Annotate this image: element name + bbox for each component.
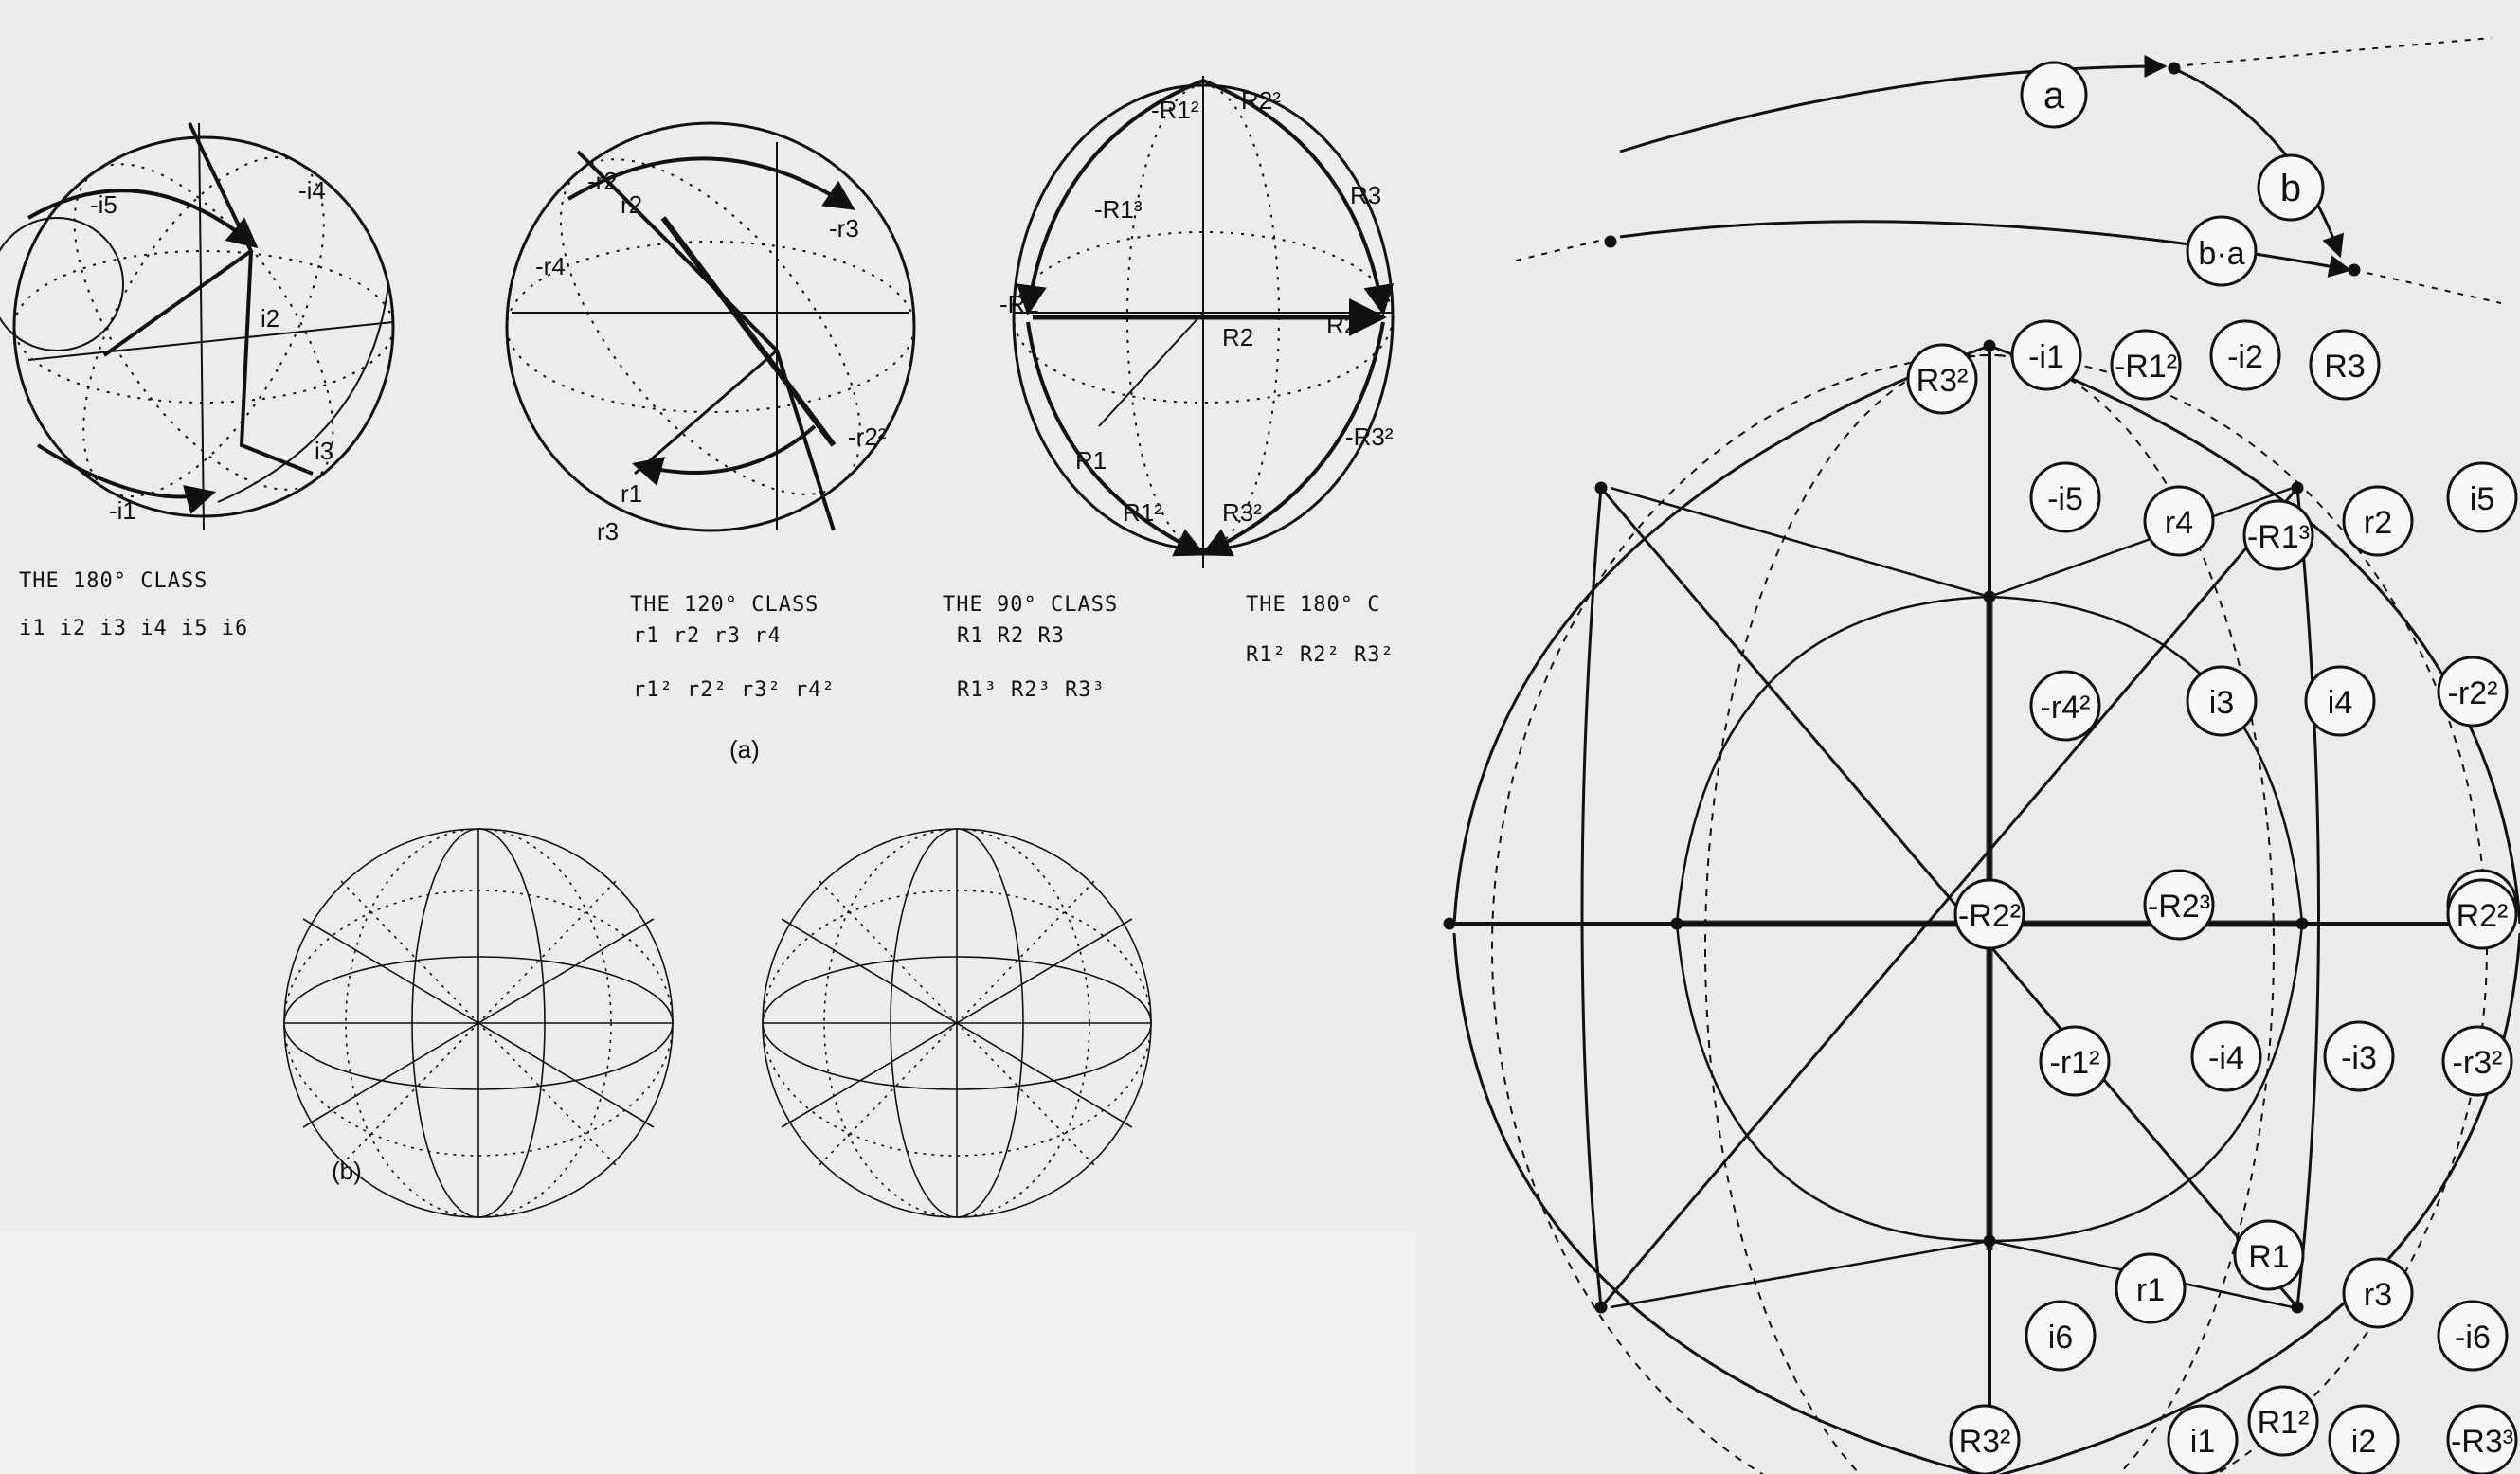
symbols-90-row2: R1³ R2³ R3³ — [957, 678, 1106, 702]
node-label-mr2_2: -r2² — [2448, 675, 2498, 711]
node-label-m_i2: -i2 — [2227, 339, 2263, 375]
label: -R2 — [999, 290, 1039, 318]
label: R3 — [1350, 181, 1381, 209]
caption-180-class-b: THE 180° C — [1246, 593, 1380, 617]
label: -r4 — [535, 252, 566, 280]
composition-labels: a b b·a — [2022, 63, 2323, 285]
node-label-R1_2: R1² — [2258, 1405, 2310, 1441]
node-label-i6: i6 — [2048, 1320, 2073, 1356]
label: i3 — [315, 437, 333, 465]
symbols-120-row1: r1 r2 r3 r4 — [633, 624, 782, 648]
label: i2 — [261, 304, 279, 333]
node-label-R2_2: R2² — [2457, 898, 2509, 934]
node-label-mR2_3: -R2³ — [2148, 889, 2210, 925]
label-a: a — [2043, 75, 2065, 117]
label: R2² — [1241, 86, 1281, 115]
label: r1 — [621, 479, 642, 508]
node-label-mR1_2: -R1² — [2115, 349, 2177, 385]
label: -i5 — [90, 190, 117, 219]
label: -R1² — [1151, 96, 1199, 124]
label-b: b — [2280, 168, 2301, 209]
label: -r2 — [587, 167, 618, 195]
caption-180-class: THE 180° CLASS — [19, 569, 207, 593]
sphere-90-labels: -R1² R2² -R1³ R3 -R2 R2 R2² -R3² R1 R1² … — [999, 86, 1394, 527]
node-label-mR3_3: -R3³ — [2451, 1424, 2513, 1460]
composition-diagram — [1516, 38, 2501, 303]
label: -r2² — [848, 422, 887, 451]
node-label-i3: i3 — [2209, 685, 2234, 721]
label: -i1 — [109, 496, 136, 525]
symbols-90-row1: R1 R2 R3 — [957, 624, 1065, 648]
node-label-i2: i2 — [2351, 1424, 2376, 1460]
caption-90-class: THE 90° CLASS — [943, 593, 1118, 617]
panel-b-label: (b) — [332, 1157, 362, 1185]
sphere-120-class — [507, 110, 914, 544]
node-label-m_i3: -i3 — [2341, 1040, 2377, 1076]
sphere-180-class — [0, 84, 446, 570]
symbols-180: i1 i2 i3 i4 i5 i6 — [19, 617, 248, 640]
label: r2 — [621, 190, 642, 219]
node-label-i5: i5 — [2470, 481, 2494, 517]
label: R1² — [1123, 498, 1162, 527]
node-label-r4: r4 — [2165, 505, 2193, 541]
label: -R3² — [1345, 422, 1394, 451]
node-label-mr3_2: -r3² — [2453, 1045, 2503, 1081]
group-diagram-labels: R3² -i1 -R1² -i2 R3 -i5 r4 -R1³ r2 i5 -r4² i3 i4 -r2²… — [1908, 321, 2516, 1474]
label: R2 — [1222, 323, 1253, 351]
panel-a-label: (a) — [729, 735, 760, 764]
node-label-i4: i4 — [2328, 685, 2352, 721]
label: R3² — [1222, 498, 1262, 527]
symbols-120-row2: r1² r2² r3² r4² — [633, 678, 836, 702]
node-label-mr1_2: -r1² — [2050, 1045, 2100, 1081]
node-label-R3_2_b: R3² — [1959, 1424, 2011, 1460]
label: R1 — [1075, 446, 1107, 475]
node-label-mr4_2: -r4² — [2041, 690, 2091, 726]
label: R2² — [1326, 311, 1366, 339]
label: -i4 — [298, 176, 326, 205]
node-label-m_i4: -i4 — [2208, 1040, 2244, 1076]
label: -r3 — [829, 214, 859, 243]
node-label-r1: r1 — [2136, 1272, 2165, 1308]
node-label-r3_2_tl: R3² — [1917, 363, 1969, 399]
node-label-R1: R1 — [2248, 1239, 2289, 1275]
caption-120-class: THE 120° CLASS — [630, 593, 819, 617]
label-ba: b·a — [2198, 236, 2244, 272]
node-label-R3_tr: R3 — [2324, 349, 2365, 385]
node-label-m_i6: -i6 — [2455, 1320, 2491, 1356]
node-label-r2: r2 — [2364, 505, 2392, 541]
node-label-m_i5: -i5 — [2047, 481, 2083, 517]
node-label-m_i1: -i1 — [2028, 339, 2064, 375]
label: -R1³ — [1094, 195, 1143, 224]
class-captions: THE 180° CLASS i1 i2 i3 i4 i5 i6 THE 120… — [19, 569, 1395, 1185]
node-label-mR1_3: -R1³ — [2247, 519, 2310, 555]
label: r3 — [597, 517, 619, 546]
node-label-mR2_2: -R2² — [1958, 898, 2021, 934]
node-label-r3: r3 — [2364, 1277, 2392, 1313]
node-label-i1: i1 — [2190, 1424, 2215, 1460]
sphere-b-right — [763, 829, 1151, 1217]
symbols-180-b: R1² R2² R3² — [1246, 643, 1395, 667]
